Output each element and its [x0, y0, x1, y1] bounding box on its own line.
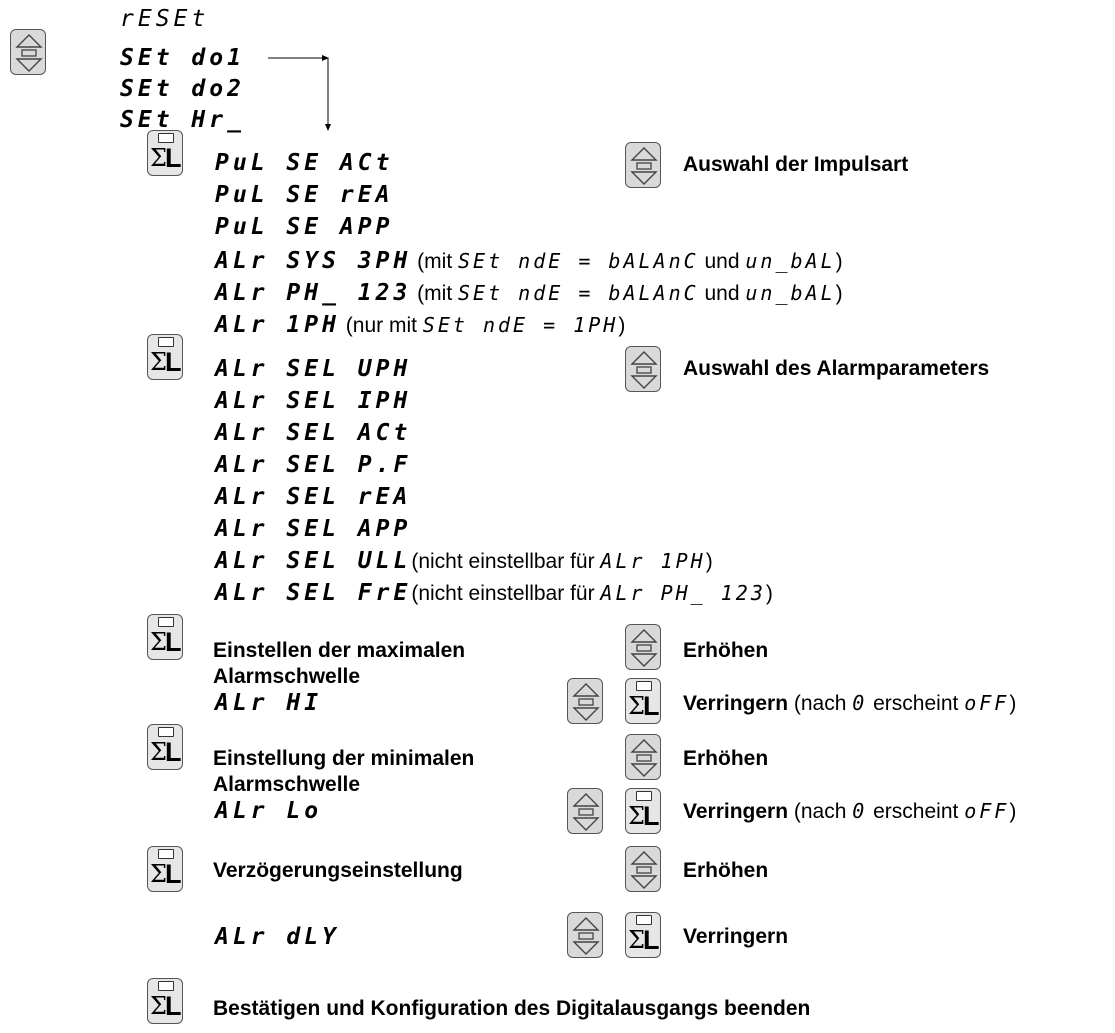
alarm-sel-label: Auswahl des Alarmparameters [683, 357, 990, 380]
alarm-sys3ph-note-code1: SEt ndE = bALAnC [458, 249, 699, 273]
alarm-sel-uph: ALr SEL UPH [215, 356, 412, 382]
menu-set-do2: SEt do2 [120, 76, 245, 102]
min-alarm-title-2: Alarmschwelle [213, 773, 361, 796]
alarm-1ph-note-code: SEt ndE = 1PH [422, 313, 619, 337]
max-alarm-decrease: Verringern [683, 692, 789, 715]
min-alarm-increase: Erhöhen [683, 747, 769, 770]
delay-title: Verzögerungseinstellung [213, 859, 463, 882]
up-down-arrow-key-icon [572, 793, 600, 831]
max-alarm-note2: erscheint [867, 692, 965, 715]
alarm-sel-fre-note2: ) [765, 582, 773, 605]
up-down-arrow-key-icon [630, 351, 658, 389]
alarm-ph123-note2: und [698, 282, 746, 305]
alarm-sel-app: ALr SEL APP [215, 516, 412, 542]
max-alarm-note3: ) [1009, 692, 1017, 715]
up-down-arrow-key-icon [630, 147, 658, 185]
pulse-act: PuL SE ACt [215, 150, 394, 176]
alarm-sel-ull-note2: ) [705, 550, 713, 573]
alarm-1ph-note2: ) [618, 314, 626, 337]
min-alarm-note-code1: 0 [852, 799, 868, 823]
alarm-sys3ph-line: ALr SYS 3PH (mit SEt ndE = bALAnC und un… [215, 248, 843, 275]
alarm-ph123-note3: ) [835, 282, 843, 305]
menu-set-do1: SEt do1 [120, 45, 245, 71]
alarm-1ph-code: ALr 1PH [215, 312, 340, 338]
max-alarm-note-code1: 0 [852, 691, 868, 715]
min-alarm-decrease: Verringern [683, 800, 789, 823]
up-down-key-min-increase[interactable] [625, 734, 661, 780]
alarm-sel-ull-line: ALr SEL ULL(nicht einstellbar für ALr 1P… [215, 548, 713, 575]
menu-set-hr: SEt Hr_ [120, 107, 245, 133]
alarm-sel-ull: ALr SEL ULL [215, 548, 412, 574]
alarm-sel-ull-note1: (nicht einstellbar für [411, 550, 601, 573]
up-down-arrow-key-icon [630, 851, 658, 889]
pulse-app: PuL SE APP [215, 214, 394, 240]
alarm-sys3ph-code: ALr SYS 3PH [215, 248, 412, 274]
min-alarm-note1: (nach [788, 800, 853, 823]
menu-reset: rESEt [120, 6, 210, 32]
max-alarm-decrease-line: Verringern (nach 0 erscheint oFF) [683, 690, 1016, 717]
alarm-sys3ph-note2: und [698, 250, 746, 273]
min-alarm-decrease-line: Verringern (nach 0 erscheint oFF) [683, 798, 1016, 825]
up-down-arrow-key-icon [630, 629, 658, 667]
alarm-1ph-line: ALr 1PH (nur mit SEt ndE = 1PH) [215, 312, 625, 339]
up-down-arrow-key-icon [572, 917, 600, 955]
up-down-key-max-decrease[interactable] [567, 678, 603, 724]
up-down-key-delay-increase[interactable] [625, 846, 661, 892]
alarm-1ph-note1: (nur mit [345, 314, 423, 337]
max-alarm-title-2: Alarmschwelle [213, 665, 361, 688]
alarm-sel-fre: ALr SEL FrE [215, 580, 412, 606]
pulse-label: Auswahl der Impulsart [683, 153, 909, 176]
alarm-sel-ull-note-code: ALr 1PH [600, 549, 706, 573]
alarm-sel-act: ALr SEL ACt [215, 420, 412, 446]
confirm-label: Bestätigen und Konfiguration des Digital… [213, 997, 811, 1020]
min-alarm-note-code2: oFF [964, 799, 1010, 823]
up-down-arrow-key-icon [630, 739, 658, 777]
alarm-sel-fre-note1: (nicht einstellbar für [411, 582, 601, 605]
max-alarm-increase: Erhöhen [683, 639, 769, 662]
alarm-sel-fre-note-code: ALr PH_ 123 [600, 581, 766, 605]
pulse-rea: PuL SE rEA [215, 182, 394, 208]
up-down-key-max-increase[interactable] [625, 624, 661, 670]
alarm-ph123-note-code2: un_bAL [745, 281, 836, 305]
min-alarm-title-1: Einstellung der minimalen [213, 747, 475, 770]
alarm-ph123-note-code1: SEt ndE = bALAnC [458, 281, 699, 305]
up-down-key-top[interactable] [10, 29, 46, 75]
up-down-arrow-key-icon [572, 683, 600, 721]
alarm-ph123-note1: (mit [417, 282, 458, 305]
up-down-arrow-key-icon [15, 34, 43, 72]
max-alarm-title-1: Einstellen der maximalen [213, 639, 466, 662]
max-alarm-note1: (nach [788, 692, 853, 715]
alarm-sys3ph-note-code2: un_bAL [745, 249, 836, 273]
max-alarm-code: ALr HI [215, 690, 323, 716]
delay-increase: Erhöhen [683, 859, 769, 882]
delay-code: ALr dLY [215, 924, 340, 950]
delay-decrease: Verringern [683, 925, 789, 948]
alarm-sel-pf: ALr SEL P.F [215, 452, 412, 478]
up-down-key-delay-decrease[interactable] [567, 912, 603, 958]
alarm-sel-fre-line: ALr SEL FrE(nicht einstellbar für ALr PH… [215, 580, 773, 607]
min-alarm-code: ALr Lo [215, 798, 323, 824]
min-alarm-note3: ) [1009, 800, 1017, 823]
alarm-ph123-code: ALr PH_ 123 [215, 280, 412, 306]
max-alarm-note-code2: oFF [964, 691, 1010, 715]
min-alarm-note2: erscheint [867, 800, 965, 823]
alarm-sys3ph-note3: ) [835, 250, 843, 273]
up-down-key-pulse[interactable] [625, 142, 661, 188]
up-down-key-min-decrease[interactable] [567, 788, 603, 834]
alarm-ph123-line: ALr PH_ 123 (mit SEt ndE = bALAnC und un… [215, 280, 843, 307]
alarm-sys3ph-note1: (mit [417, 250, 458, 273]
up-down-key-alarm-select[interactable] [625, 346, 661, 392]
alarm-sel-iph: ALr SEL IPH [215, 388, 412, 414]
alarm-sel-rea: ALr SEL rEA [215, 484, 412, 510]
